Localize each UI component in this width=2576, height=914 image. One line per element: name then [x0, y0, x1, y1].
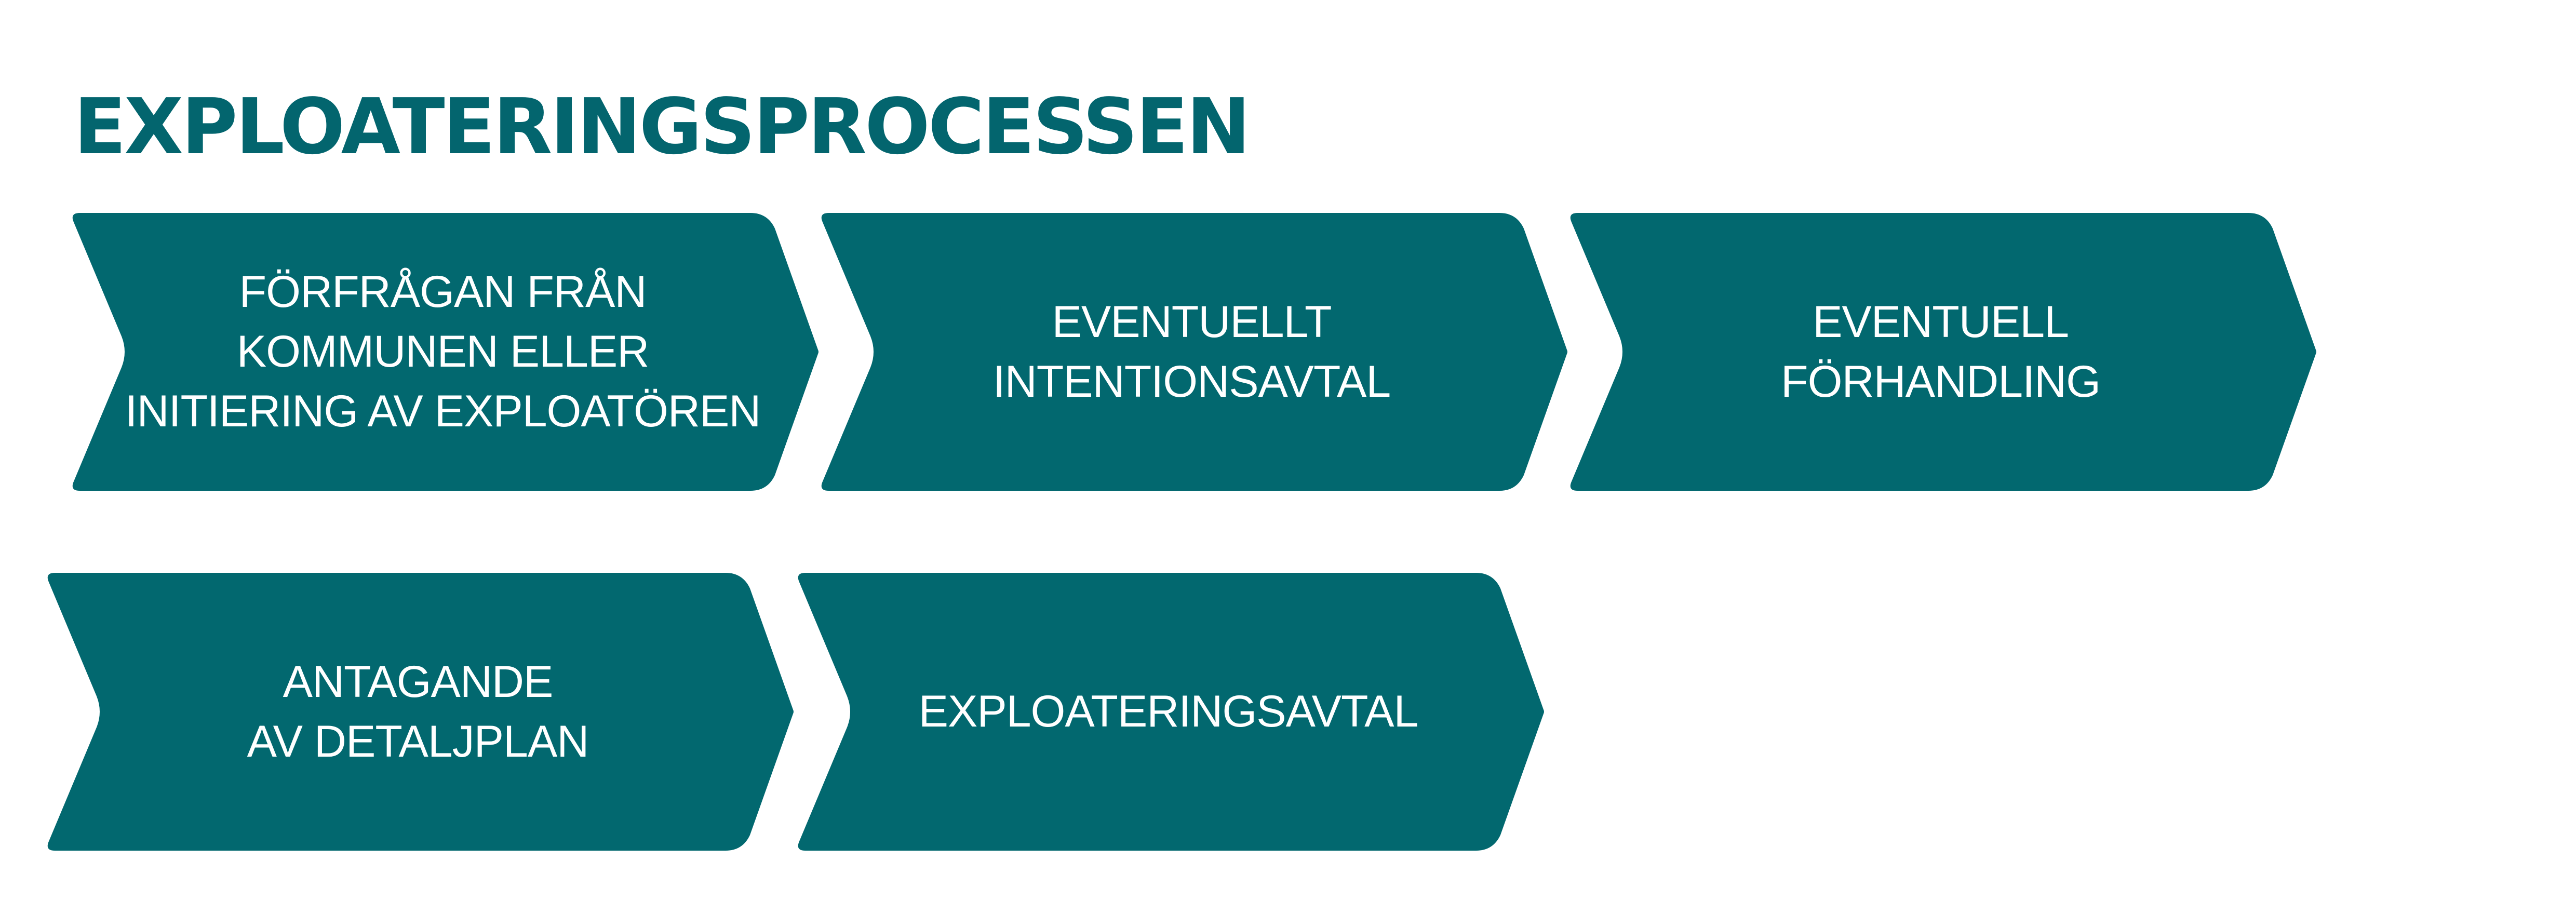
step-label-line: ANTAGANDE: [283, 656, 554, 707]
process-step-5: EXPLOATERINGSAVTAL: [793, 573, 1544, 851]
step-label-line: FÖRFRÅGAN FRÅN: [239, 267, 647, 317]
chevron-shape: [821, 213, 1567, 491]
process-step-2-label: EVENTUELLT INTENTIONSAVTAL: [858, 213, 1525, 491]
process-step-5-label: EXPLOATERINGSAVTAL: [835, 573, 1502, 851]
process-step-1: FÖRFRÅGAN FRÅN KOMMUNEN ELLER INITIERING…: [68, 213, 819, 491]
process-step-3: EVENTUELL FÖRHANDLING: [1565, 213, 2316, 491]
page-title: EXPLOATERINGSPROCESSEN: [74, 82, 1251, 171]
step-label-line: INTENTIONSAVTAL: [992, 356, 1391, 407]
step-label-line: EVENTUELLT: [1052, 297, 1332, 347]
step-label-line: AV DETALJPLAN: [247, 716, 589, 767]
step-label-line: KOMMUNEN ELLER: [236, 327, 650, 377]
chevron-shape: [1570, 213, 2316, 491]
step-label-line: EXPLOATERINGSAVTAL: [918, 687, 1419, 736]
process-step-3-label: EVENTUELL FÖRHANDLING: [1607, 213, 2274, 491]
step-label-line: FÖRHANDLING: [1781, 356, 2101, 407]
step-label-line: EVENTUELL: [1813, 297, 2069, 347]
step-label-line: INITIERING AV EXPLOATÖREN: [125, 386, 761, 436]
process-step-2: EVENTUELLT INTENTIONSAVTAL: [816, 213, 1567, 491]
process-step-4: ANTAGANDE AV DETALJPLAN: [43, 573, 794, 851]
chevron-shape: [47, 573, 794, 851]
chevron-shape: [72, 213, 819, 491]
process-step-1-label: FÖRFRÅGAN FRÅN KOMMUNEN ELLER INITIERING…: [109, 213, 776, 491]
chevron-shape: [798, 573, 1544, 851]
process-step-4-label: ANTAGANDE AV DETALJPLAN: [84, 573, 752, 851]
